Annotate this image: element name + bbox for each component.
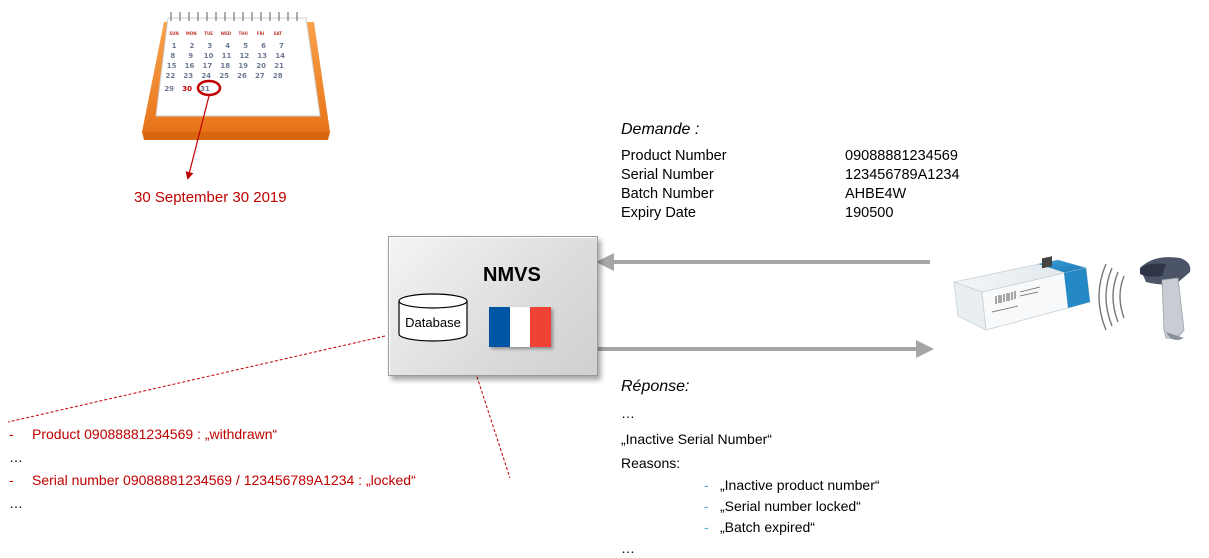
bullet: - [704,477,709,493]
reason-text: „Serial number locked“ [720,498,861,514]
field-label: Serial Number [621,167,714,183]
calendar-day: 6 [261,42,266,50]
field-value: AHBE4W [845,186,907,202]
date-pointer-arrow [185,95,210,180]
reason-item: - „Serial number locked“ [704,498,861,514]
calendar-day: 28 [273,72,283,80]
db-entry-ellipsis: … [9,449,23,465]
request-field-expiry: Expiry Date 190500 [621,204,960,223]
calendar-day: 9 [188,52,193,60]
bullet: - [704,498,709,514]
calendar-day: 23 [183,72,193,80]
calendar-day: 2 [189,42,194,50]
calendar-day: 25 [219,72,229,80]
calendar-weekday: THU [239,31,248,36]
calendar-day: 8 [170,52,175,60]
france-flag-icon [489,307,552,347]
calendar-day: 18 [220,62,230,70]
calendar-day: 16 [185,62,195,70]
calendar-weekday: MON [186,31,197,36]
db-entry-text: Serial number 09088881234569 / 123456789… [32,472,416,488]
calendar-day: 12 [240,52,250,60]
reasons-label: Reasons: [621,455,681,471]
reason-text: „Batch expired“ [720,519,815,535]
calendar-day: 27 [255,72,265,80]
calendar-weekday: SAT [274,31,283,36]
response-ellipsis-top: … [621,405,635,421]
request-field-product: Product Number 09088881234569 [621,147,960,166]
highlighted-day-circle [196,79,222,97]
ellipsis-text: … [9,449,23,465]
request-title: Demande : [621,121,700,138]
field-value: 09088881234569 [845,148,958,164]
ellipsis-text: … [9,495,23,511]
calendar-weekday: FRI [257,31,265,36]
calendar-day: 19 [238,62,248,70]
request-field-serial: Serial Number 123456789A1234 [621,166,960,185]
calendar-day: 4 [225,42,230,50]
calendar-page [155,17,321,117]
calendar-day: 31 [200,85,210,93]
database-label: Database [405,315,461,330]
calendar-day: 3 [207,42,212,50]
calendar-day: 30 [182,85,192,93]
reason-item: - „Batch expired“ [704,519,815,535]
db-entry-serial: - Serial number 09088881234569 / 1234567… [9,472,416,488]
calendar-day: 15 [167,62,177,70]
calendar-day: 5 [243,42,248,50]
calendar-day: 10 [204,52,214,60]
calendar-day: 26 [237,72,247,80]
calendar-day: 7 [279,42,284,50]
bullet: - [9,472,14,488]
response-status: „Inactive Serial Number“ [621,431,772,447]
field-label: Batch Number [621,186,714,202]
db-entry-product: - Product 09088881234569 : „withdrawn“ [9,426,277,442]
db-entry-text: Product 09088881234569 : „withdrawn“ [32,426,278,442]
request-fields: Product Number 09088881234569 Serial Num… [621,147,960,223]
calendar-day: 22 [166,72,176,80]
field-value: 190500 [845,205,894,221]
bullet: - [704,519,709,535]
response-title: Réponse: [621,378,690,395]
calendar-day: 24 [201,72,211,80]
medicine-pack-icon [952,256,1091,331]
field-value: 123456789A1234 [845,167,960,183]
response-ellipsis-bottom: … [621,540,635,556]
calendar-weekday: SUN [169,31,178,36]
calendar-day: 14 [275,52,285,60]
db-leader-line-product [7,335,386,423]
calendar-day: 17 [203,62,213,70]
field-label: Expiry Date [621,205,696,221]
calendar-day: 13 [257,52,267,60]
calendar-day: 21 [274,62,284,70]
request-field-batch: Batch Number AHBE4W [621,185,960,204]
db-entry-ellipsis: … [9,495,23,511]
calendar-day: 29 [164,85,174,93]
calendar-weekday: WED [221,31,232,36]
pack-scanner-illustration [952,256,1191,340]
barcode-scanner-icon [1098,257,1191,340]
calendar-day: 20 [256,62,266,70]
reason-text: „Inactive product number“ [720,477,880,493]
bullet: - [9,426,14,442]
calendar-day: 1 [172,42,177,50]
reason-item: - „Inactive product number“ [704,477,880,493]
nmvs-title: NMVS [483,264,541,286]
date-label: 30 September 30 2019 [134,189,287,206]
calendar-day: 11 [222,52,232,60]
database-icon [398,293,468,342]
field-label: Product Number [621,148,727,164]
calendar-weekday: TUE [204,31,213,36]
